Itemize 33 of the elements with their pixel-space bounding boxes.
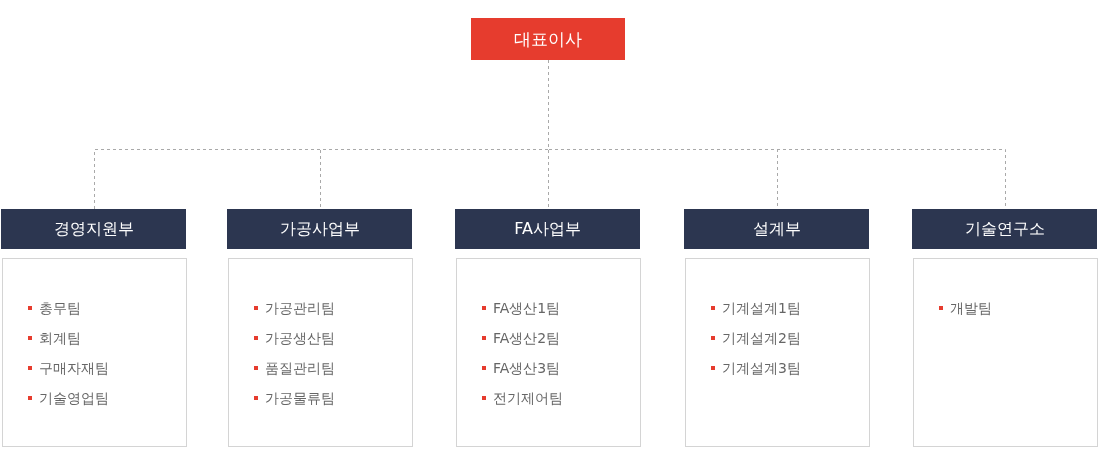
team-name: 개발팀 — [950, 299, 992, 317]
team-name: 전기제어팀 — [493, 389, 563, 407]
ceo-title: 대표이사 — [514, 28, 582, 50]
department-header-box — [912, 209, 1097, 249]
team-list-panel — [456, 258, 641, 447]
department-header-box — [455, 209, 640, 249]
ceo-box — [471, 18, 625, 60]
team-list-panel — [228, 258, 413, 447]
department-name: 가공사업부 — [279, 219, 360, 239]
team-name: 품질관리팀 — [265, 359, 335, 377]
team-name: 가공관리팀 — [265, 299, 335, 317]
department-name: 기술연구소 — [964, 219, 1045, 239]
team-name: FA생산2팀 — [493, 329, 561, 347]
department-name: FA사업부 — [514, 219, 581, 239]
department-header-box — [1, 209, 186, 249]
department-name: 경영지원부 — [53, 219, 134, 239]
team-name: FA생산1팀 — [493, 299, 561, 317]
team-list-panel — [2, 258, 187, 447]
department-name: 설계부 — [752, 219, 801, 239]
team-name: 기계설계1팀 — [722, 299, 801, 317]
team-name: 기계설계3팀 — [722, 359, 801, 377]
team-name: 회계팀 — [39, 329, 81, 347]
team-name: 기계설계2팀 — [722, 329, 801, 347]
team-name: 가공물류팀 — [265, 389, 335, 407]
team-list-panel — [913, 258, 1098, 447]
team-list-panel — [685, 258, 870, 447]
team-name: 구매자재팀 — [39, 359, 109, 377]
team-name: 가공생산팀 — [265, 329, 335, 347]
team-name: 총무팀 — [39, 299, 81, 317]
department-header-box — [684, 209, 869, 249]
team-name: 기술영업팀 — [39, 389, 109, 407]
department-header-box — [227, 209, 412, 249]
team-name: FA생산3팀 — [493, 359, 561, 377]
